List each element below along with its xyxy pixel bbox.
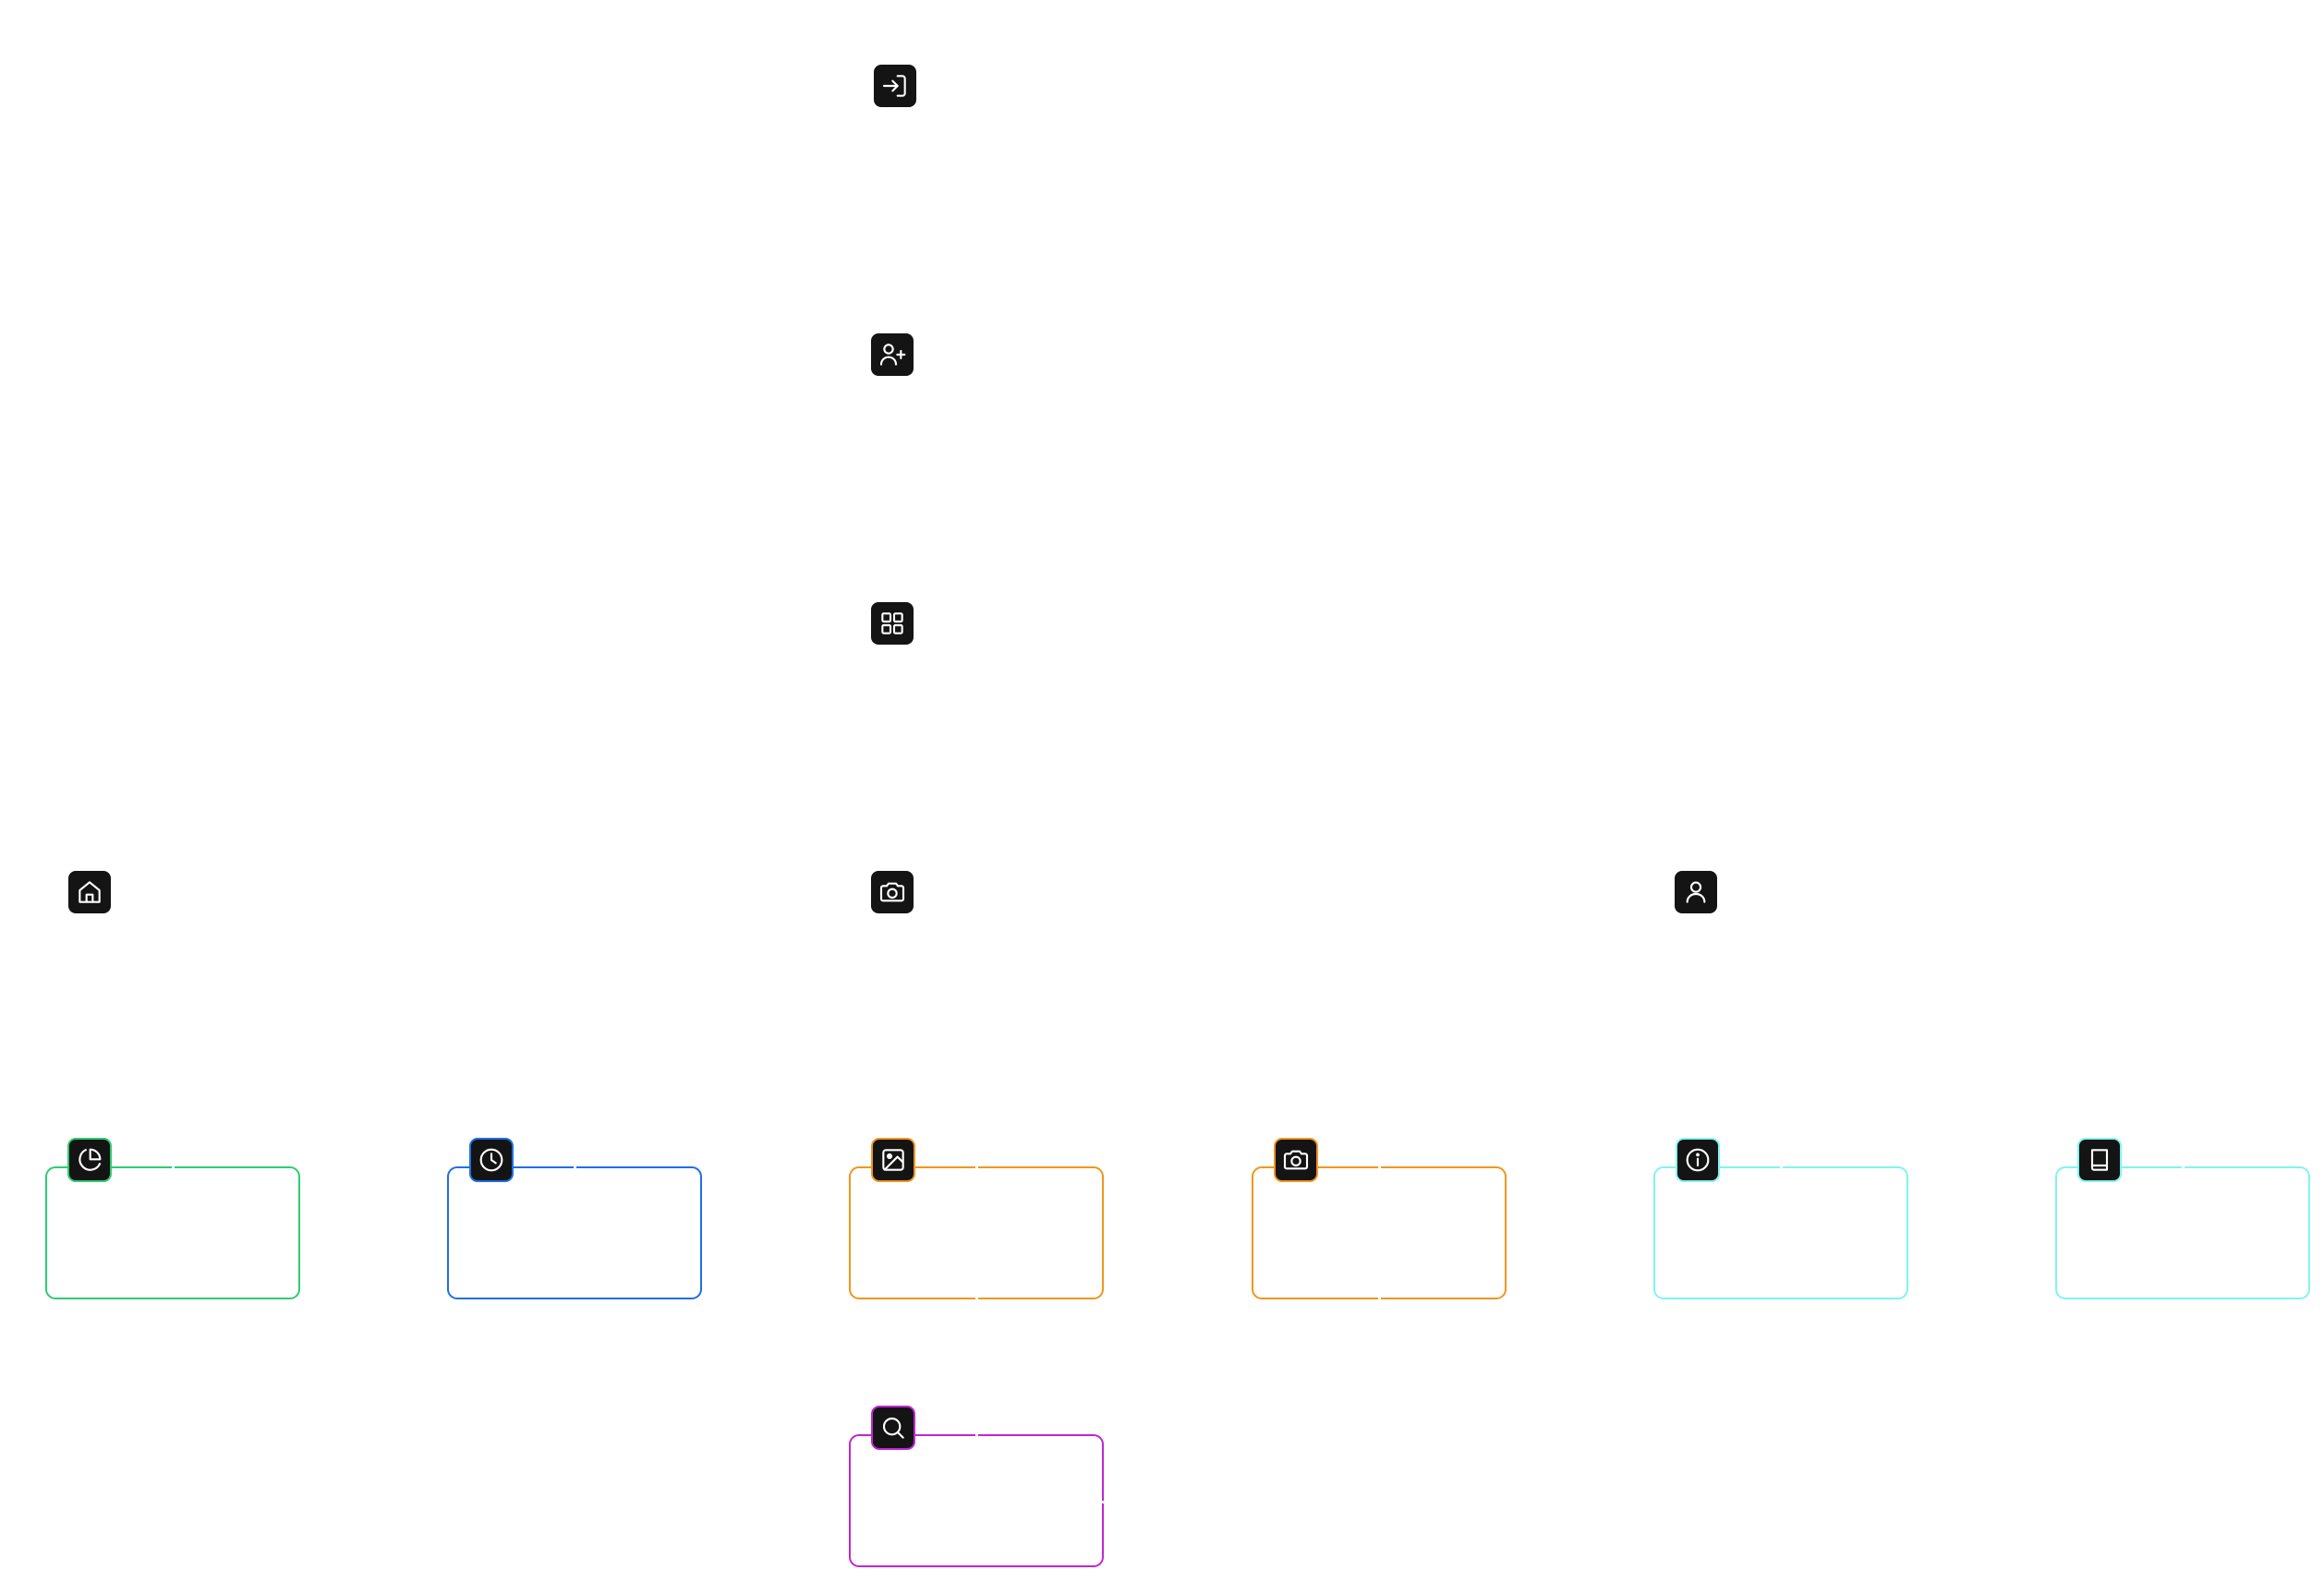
chart-card[interactable]	[45, 1166, 300, 1299]
grid-icon[interactable]	[871, 602, 914, 645]
user-plus-icon[interactable]	[871, 333, 914, 376]
about-card[interactable]	[1653, 1166, 1908, 1299]
search-card[interactable]	[849, 1434, 1104, 1567]
card-connector-notch	[2182, 1165, 2185, 1170]
photo-card[interactable]	[1252, 1166, 1507, 1299]
docs-card[interactable]	[2055, 1166, 2310, 1299]
search-icon[interactable]	[871, 1406, 915, 1450]
image-icon[interactable]	[871, 1138, 915, 1182]
card-connector-notch	[172, 1165, 175, 1170]
clock-icon[interactable]	[469, 1138, 514, 1182]
card-connector-notch	[574, 1165, 576, 1170]
card-connector-notch	[975, 1165, 978, 1170]
user-icon[interactable]	[1675, 871, 1717, 913]
card-connector-notch	[1378, 1165, 1381, 1170]
info-icon[interactable]	[1676, 1138, 1720, 1182]
camera-icon[interactable]	[1274, 1138, 1318, 1182]
login-icon[interactable]	[874, 65, 916, 107]
card-connector-notch	[1780, 1165, 1783, 1170]
card-connector-notch	[975, 1432, 978, 1438]
book-icon[interactable]	[2077, 1138, 2122, 1182]
card-connector-notch	[1378, 1298, 1381, 1303]
camera-icon[interactable]	[871, 871, 914, 913]
card-connector-notch	[1102, 1501, 1108, 1504]
history-card[interactable]	[447, 1166, 702, 1299]
card-connector-notch	[975, 1298, 978, 1303]
home-icon[interactable]	[68, 871, 111, 913]
pie-chart-icon[interactable]	[67, 1138, 112, 1182]
gallery-card[interactable]	[849, 1166, 1104, 1299]
